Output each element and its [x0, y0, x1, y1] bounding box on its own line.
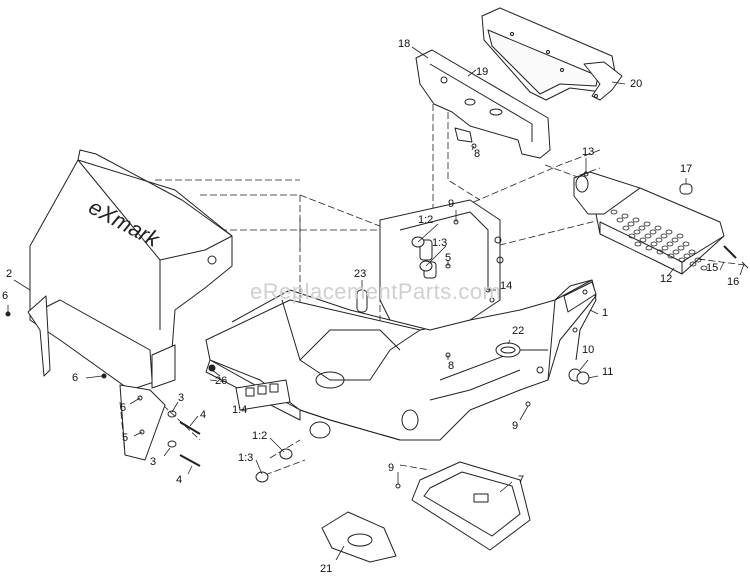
- spring-15: [723, 245, 749, 269]
- leader-lines: [7, 46, 745, 561]
- footrest-hole: [627, 221, 635, 227]
- footrest-hole: [616, 217, 624, 223]
- callout-label: 19: [476, 66, 489, 78]
- footrest-hole: [671, 237, 679, 243]
- footrest-hole: [677, 245, 685, 251]
- callout-label: 12: [660, 273, 673, 285]
- bumper-17: [679, 183, 693, 195]
- callout-label: 4: [200, 409, 207, 421]
- callout-label: 14: [500, 280, 513, 292]
- footrest-plate-part: [573, 171, 725, 275]
- footrest-hole: [655, 237, 663, 243]
- footrest-hole: [644, 233, 652, 239]
- callout-label: 1: [602, 307, 609, 319]
- callout-label: 17: [680, 163, 693, 175]
- callout-label: 7: [518, 474, 525, 486]
- footrest-hole: [610, 209, 618, 215]
- callout-label: 1:2: [252, 430, 268, 442]
- footrest-hole: [683, 253, 691, 259]
- footrest-hole: [650, 241, 658, 247]
- callout-label: 4: [176, 474, 183, 486]
- footrest-hole: [645, 245, 653, 251]
- footrest-hole: [632, 217, 640, 223]
- callout-label: 1:3: [238, 452, 254, 464]
- callout-label: 5: [120, 402, 127, 414]
- footrest-hole: [666, 241, 674, 247]
- callout-label: 3: [150, 456, 157, 468]
- footrest-hole: [649, 229, 657, 235]
- knob-10-11: [568, 368, 590, 385]
- callout-label: 20: [630, 78, 643, 90]
- callout-label: 1:2: [418, 214, 434, 226]
- footrest-hole: [660, 233, 668, 239]
- footrest-hole: [643, 221, 651, 227]
- footrest-hole: [628, 233, 636, 239]
- cover-part: [321, 511, 397, 563]
- footrest-hole: [678, 257, 686, 263]
- callout-label: 26: [215, 375, 228, 387]
- callout-label: 22: [512, 325, 525, 337]
- callout-label: 13: [582, 146, 595, 158]
- footrest-hole: [688, 249, 696, 255]
- callout-label: 8: [448, 360, 455, 372]
- callout-label: 11: [602, 366, 614, 378]
- footrest-hole: [672, 249, 680, 255]
- footrest-hole: [622, 225, 630, 231]
- main-frame-part: [205, 199, 597, 441]
- footrest-hole: [700, 265, 708, 271]
- grommet-22: [495, 342, 521, 358]
- footrest-hole: [667, 253, 675, 259]
- footrest-hole: [638, 225, 646, 231]
- control-panel-part: eXmark: [27, 149, 233, 461]
- callout-label: 9: [512, 420, 519, 432]
- callout-label: 5: [122, 432, 129, 444]
- watermark: eReplacementParts.com: [250, 279, 502, 304]
- footrest-holes: [610, 209, 708, 271]
- callout-label: 16: [727, 276, 740, 288]
- callout-label: 8: [474, 148, 481, 160]
- callout-label: 6: [72, 372, 79, 384]
- footrest-hole: [682, 241, 690, 247]
- callout-label: 2: [6, 268, 13, 280]
- seat-bracket-part: [415, 49, 551, 159]
- callout-label: 18: [398, 38, 411, 50]
- callout-label: 1:3: [432, 237, 448, 249]
- footrest-hole: [665, 229, 673, 235]
- footrest-hole: [621, 213, 629, 219]
- footrest-hole: [694, 257, 702, 263]
- footrest-hole: [676, 233, 684, 239]
- footrest-hole: [661, 245, 669, 251]
- footrest-hole: [634, 241, 642, 247]
- callout-label: 1:4: [232, 404, 248, 416]
- callout-label: 23: [354, 268, 367, 280]
- callout-label: 5: [445, 252, 452, 264]
- callout-label: 6: [2, 290, 9, 302]
- callout-label: 15: [706, 262, 719, 274]
- callout-label: 21: [320, 563, 333, 575]
- footrest-hole: [656, 249, 664, 255]
- callout-label: 3: [178, 392, 185, 404]
- footrest-hole: [689, 261, 697, 267]
- callout-label: 9: [388, 462, 395, 474]
- bottom-plate-part: [411, 461, 531, 551]
- footrest-hole: [654, 225, 662, 231]
- footrest-hole: [633, 229, 641, 235]
- decal-plate: [235, 379, 291, 411]
- footrest-hole: [639, 237, 647, 243]
- seat-part: [481, 7, 623, 101]
- callout-label: 9: [448, 198, 455, 210]
- callout-label: 10: [582, 344, 595, 356]
